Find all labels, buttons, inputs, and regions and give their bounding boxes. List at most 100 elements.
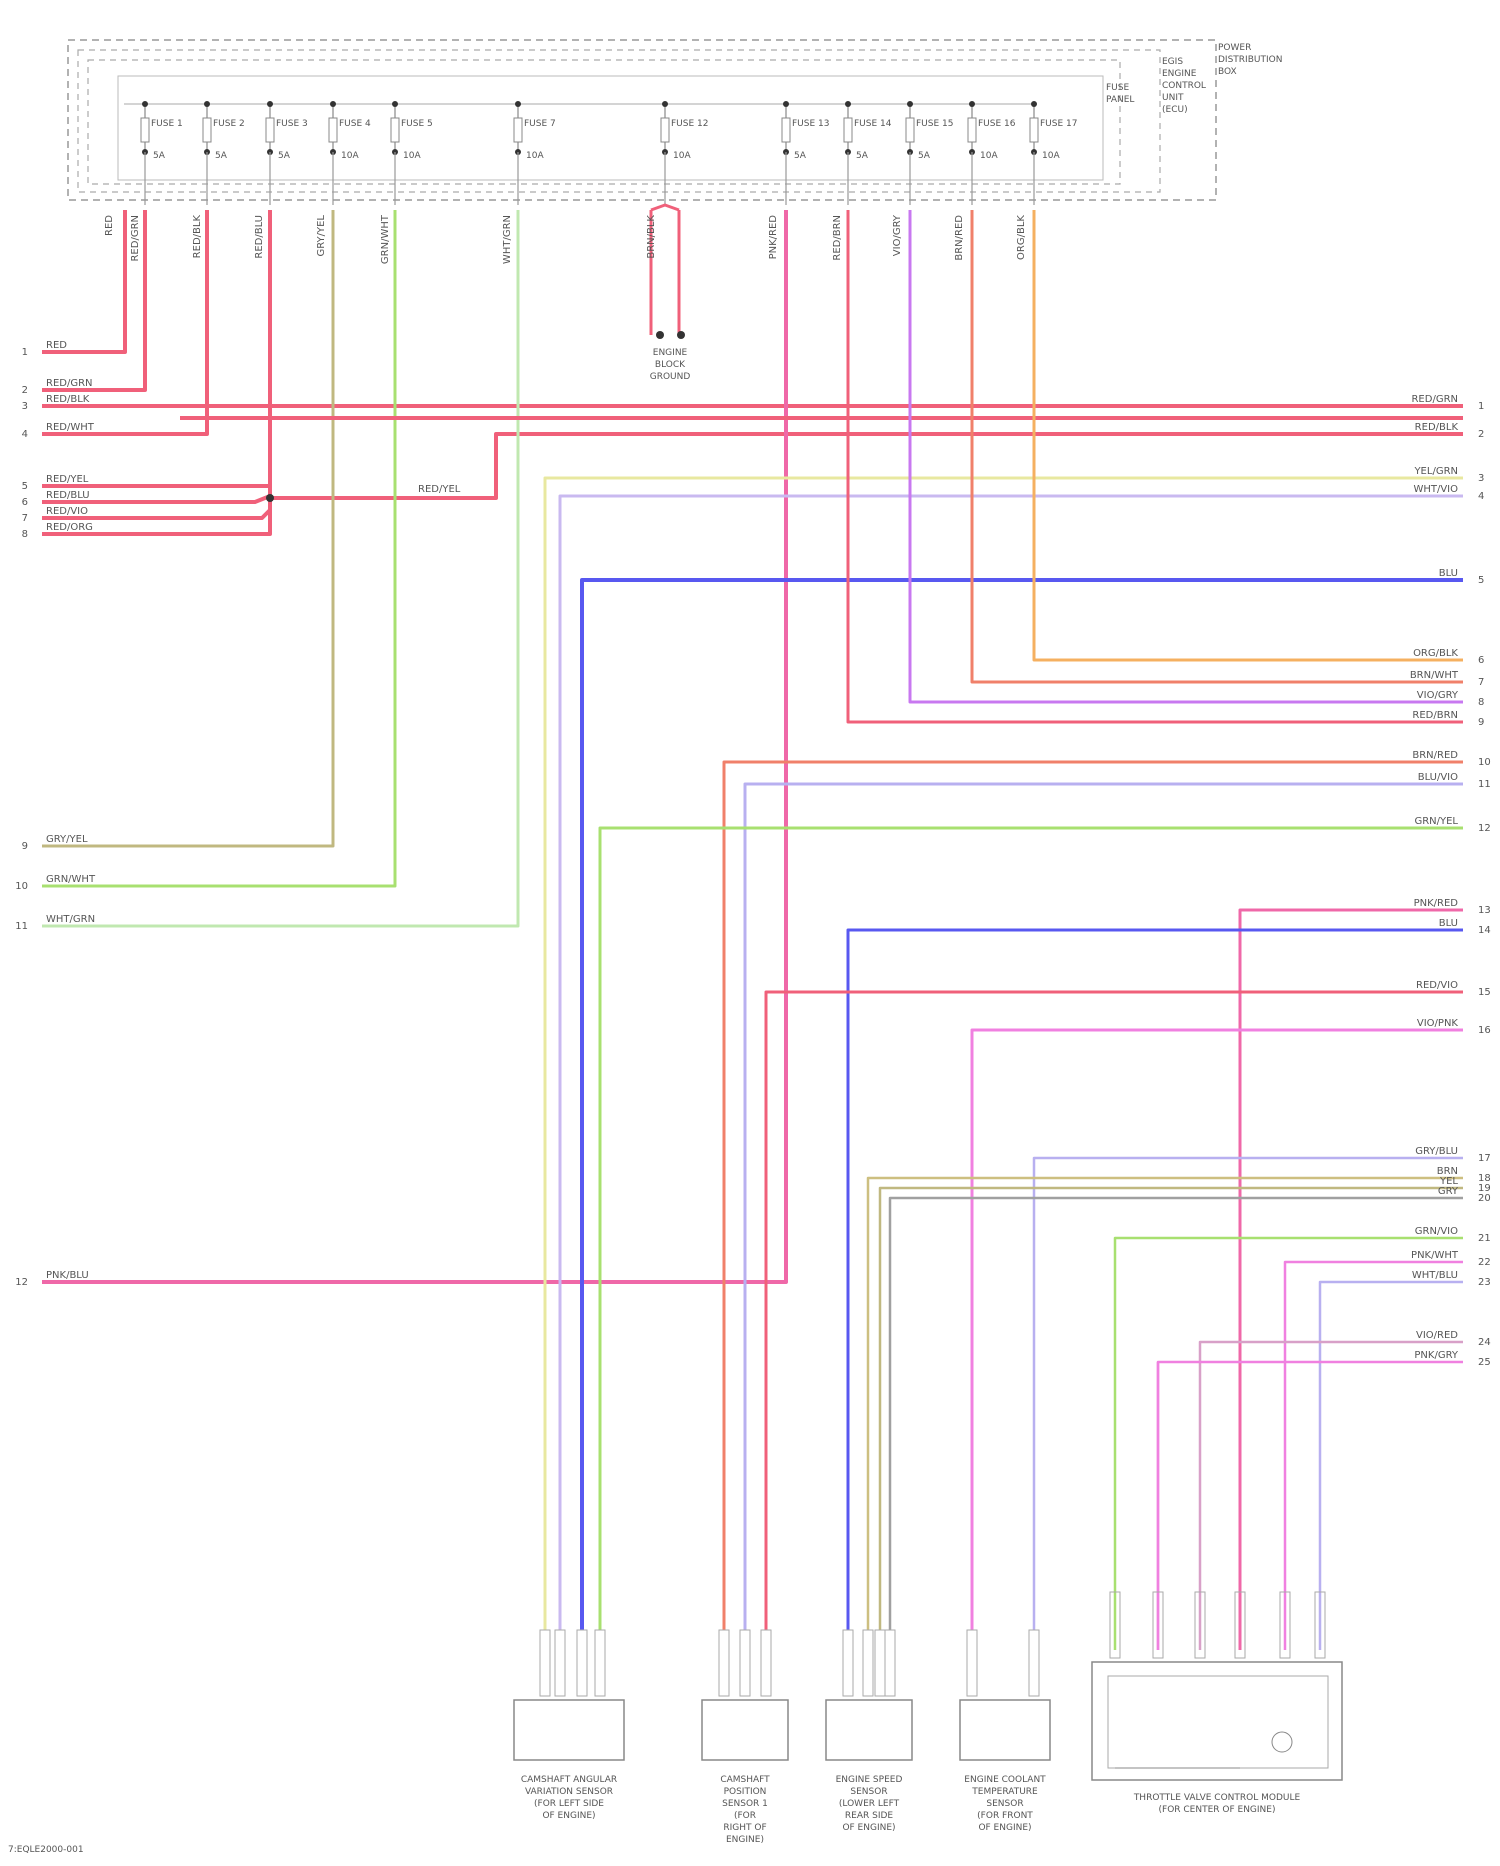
right-pin-number: 9: [1478, 717, 1484, 728]
component-body: [1092, 1662, 1342, 1780]
right-pin-number: 7: [1478, 677, 1484, 688]
component-label-line: (FOR LEFT SIDE: [534, 1799, 604, 1809]
ecu-title-line: CONTROL: [1162, 81, 1206, 91]
right-wire-label: RED/BLK: [1415, 422, 1459, 433]
footer-code: 7:EQLE2000-001: [8, 1845, 84, 1855]
left-wire-label: WHT/GRN: [46, 914, 95, 925]
component-connector-pin: [843, 1630, 853, 1696]
vertical-wire-label: RED/BRN: [832, 215, 843, 261]
component-connector-pin: [540, 1630, 550, 1696]
right-wire-label: PNK/GRY: [1414, 1350, 1458, 1361]
ecu-title-line: UNIT: [1162, 93, 1184, 103]
wire-right-brn: [868, 1178, 1463, 1630]
wire-right-yel-grn: [545, 478, 1463, 1630]
vertical-wire-label: RED: [104, 215, 115, 236]
component-4: [960, 1630, 1050, 1760]
component-label-line: SENSOR: [850, 1787, 887, 1797]
fuse-top-dot: [330, 101, 336, 107]
ground-terminal-b: [677, 331, 685, 339]
right-pin-number: 8: [1478, 697, 1484, 708]
left-pin-number: 7: [22, 513, 28, 524]
wire-right-yel: [880, 1188, 1463, 1630]
wire-wht-grn-11: [42, 210, 518, 926]
vertical-wire-label: WHT/GRN: [502, 215, 513, 264]
fuse-body: [661, 118, 669, 142]
vertical-wire-label: RED/BLU: [254, 215, 265, 259]
fuse-name: FUSE 13: [792, 119, 829, 129]
fuse-rating: 5A: [918, 151, 931, 161]
component-label-line: (FOR: [734, 1811, 756, 1821]
fuse-body: [906, 118, 914, 142]
wire-right-vio-gry: [910, 210, 1463, 702]
component-connector-pin: [719, 1630, 729, 1696]
wire-right-red-brn: [848, 210, 1463, 722]
left-pin-number: 6: [22, 497, 28, 508]
left-wire-label: RED/VIO: [46, 506, 88, 517]
right-pin-number: 4: [1478, 491, 1484, 502]
right-pin-number: 10: [1478, 757, 1491, 768]
fuse-top-dot: [515, 101, 521, 107]
fuse-body: [1030, 118, 1038, 142]
component-body: [826, 1700, 912, 1760]
fuse-body: [141, 118, 149, 142]
component-connector-pin: [967, 1630, 977, 1696]
fuse-body: [844, 118, 852, 142]
fuse-top-dot: [142, 101, 148, 107]
vertical-wire-label: GRN/WHT: [380, 214, 391, 264]
component-connector-pin: [885, 1630, 895, 1696]
right-pin-number: 15: [1478, 987, 1491, 998]
wire-right-pnk-wht: [1285, 1262, 1463, 1650]
left-pin-number: 3: [22, 401, 28, 412]
fuse-name: FUSE 15: [916, 119, 953, 129]
left-pin-number: 11: [15, 921, 28, 932]
left-pin-number: 5: [22, 481, 28, 492]
vertical-wire-label: GRY/YEL: [316, 215, 327, 257]
power-box-title-line: BOX: [1218, 67, 1237, 77]
right-pin-number: 21: [1478, 1233, 1491, 1244]
right-wire-label: GRN/VIO: [1415, 1226, 1458, 1237]
fuse-rating: 5A: [215, 151, 228, 161]
component-label-line: SENSOR 1: [722, 1799, 768, 1809]
component-connector-pin: [577, 1630, 587, 1696]
ecu-title-line: ENGINE: [1162, 69, 1197, 79]
component-label-line: THROTTLE VALVE CONTROL MODULE: [1133, 1793, 1301, 1803]
wire-right-blu-2: [848, 930, 1463, 1630]
vertical-wire-label: PNK/RED: [768, 215, 779, 260]
ground-wire-loop: [651, 205, 679, 210]
fuse-rating: 10A: [526, 151, 544, 161]
component-label-line: VARIATION SENSOR: [525, 1787, 613, 1797]
left-wire-label: RED/GRN: [46, 378, 93, 389]
wire-right-gry-blu: [1034, 1158, 1463, 1630]
ground-terminal-a: [656, 331, 664, 339]
ecu-title-line: (ECU): [1162, 105, 1188, 115]
fuse-name: FUSE 14: [854, 119, 892, 129]
right-pin-number: 2: [1478, 429, 1484, 440]
left-pin-number: 10: [15, 881, 28, 892]
wire-right-brn-red: [724, 762, 1463, 1630]
right-pin-number: 24: [1478, 1337, 1491, 1348]
fuse-top-dot: [662, 101, 668, 107]
ecu-title-line: EGIS: [1162, 57, 1183, 67]
right-pin-number: 11: [1478, 779, 1491, 790]
right-wire-label: GRN/YEL: [1414, 816, 1458, 827]
component-label-line: ENGINE COOLANT: [964, 1775, 1046, 1785]
fuse-top-dot: [907, 101, 913, 107]
right-wire-label: RED/VIO: [1416, 980, 1458, 991]
fuse-rating: 10A: [403, 151, 421, 161]
vertical-wire-label: ORG/BLK: [1016, 215, 1027, 260]
right-wire-label: RED/GRN: [1411, 394, 1458, 405]
component-label-line: (FOR CENTER OF ENGINE): [1159, 1805, 1276, 1815]
component-label-line: OF ENGINE): [978, 1823, 1031, 1833]
right-wire-label: VIO/RED: [1416, 1330, 1458, 1341]
wire-right-pnk-gry: [1158, 1362, 1463, 1650]
component-label-line: CAMSHAFT: [720, 1775, 770, 1785]
wire-right-grn-vio: [1115, 1238, 1463, 1650]
right-pin-number: 14: [1478, 925, 1491, 936]
component-body: [960, 1700, 1050, 1760]
right-wire-label: YEL/GRN: [1413, 466, 1458, 477]
fuse-name: FUSE 2: [213, 119, 245, 129]
fuse-body: [266, 118, 274, 142]
right-pin-number: 23: [1478, 1277, 1491, 1288]
fuse-name: FUSE 7: [524, 119, 556, 129]
